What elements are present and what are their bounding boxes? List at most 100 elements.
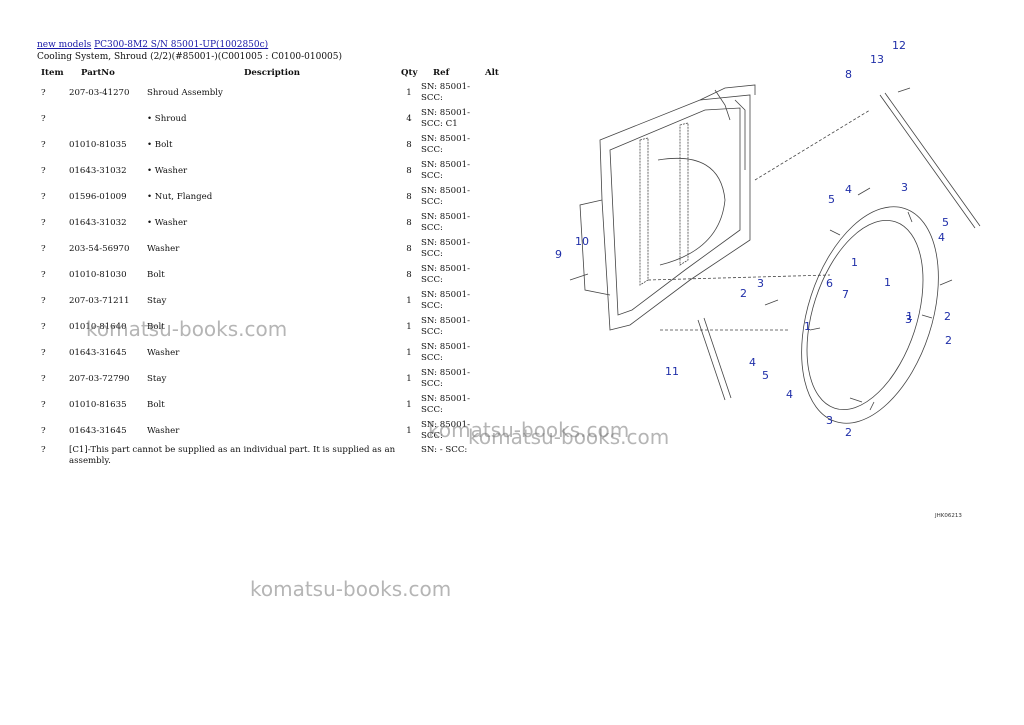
qty-cell: 8 [406, 192, 412, 202]
table-row: ? 207-03-72790 Stay 1 SN: 85001- SCC: [36, 366, 517, 392]
item-cell: ? [41, 218, 46, 228]
item-cell: ? [41, 114, 46, 124]
qty-cell: 1 [406, 88, 412, 98]
diagram-callout: 12 [892, 39, 906, 52]
col-qty-header: Qty [401, 68, 418, 78]
partno-cell: 01643-31645 [69, 348, 127, 358]
partno-cell: 01010-81640 [69, 322, 127, 332]
partno-cell: 203-54-56970 [69, 244, 130, 254]
description-cell: • Shroud [147, 114, 187, 124]
alt-cell [483, 288, 517, 314]
table-header-row: Item PartNo Description Qty Ref Alt [36, 66, 517, 80]
diagram-callout: 4 [845, 183, 852, 196]
item-cell: ? [41, 166, 46, 176]
partno-cell [67, 106, 145, 132]
description-cell: • Nut, Flanged [147, 192, 213, 202]
partno-cell: 207-03-72790 [69, 374, 130, 384]
diagram-callout: 2 [740, 287, 747, 300]
description-cell: Washer [147, 426, 180, 436]
diagram-callout: 5 [828, 193, 835, 206]
ref-cell: SN: 85001- SCC: C1 [421, 108, 470, 129]
diagram-callout: 3 [905, 313, 912, 326]
item-cell: ? [41, 322, 46, 332]
diagram-callout: 1 [804, 320, 811, 333]
qty-cell: 8 [406, 244, 412, 254]
ref-cell: SN: 85001- SCC: [421, 186, 470, 207]
col-partno-header: PartNo [81, 68, 115, 78]
description-cell: Stay [147, 296, 167, 306]
alt-cell [483, 340, 517, 366]
ref-cell: SN: 85001- SCC: [421, 134, 470, 155]
diagram-callout: 13 [870, 53, 884, 66]
ref-cell: SN: 85001- SCC: [421, 394, 470, 415]
qty-cell: 8 [406, 166, 412, 176]
partno-cell: 01643-31032 [69, 166, 127, 176]
col-alt-header: Alt [485, 68, 499, 78]
description-cell: Stay [147, 374, 167, 384]
watermark-1: komatsu-books.com [86, 317, 288, 341]
watermark-2: komatsu-books.com [428, 418, 630, 442]
note-text: [C1]-This part cannot be supplied as an … [69, 445, 396, 466]
col-description-header: Description [243, 68, 300, 78]
diagram-callout: 5 [762, 369, 769, 382]
diagram-callout: 11 [665, 365, 679, 378]
item-cell: ? [41, 445, 46, 455]
col-ref-header: Ref [433, 68, 450, 78]
diagram-callout: 4 [749, 356, 756, 369]
ref-cell: SN: 85001- SCC: [421, 264, 470, 285]
description-cell: Bolt [147, 322, 165, 332]
breadcrumb: new models PC300-8M2 S/N 85001-UP(100285… [37, 40, 268, 50]
partno-cell: 207-03-41270 [69, 88, 130, 98]
alt-cell [483, 106, 517, 132]
description-cell: Washer [147, 348, 180, 358]
diagram-callout: 7 [842, 288, 849, 301]
partno-cell: 207-03-71211 [69, 296, 130, 306]
diagram-callout: 2 [845, 426, 852, 439]
diagram-callout: 3 [826, 414, 833, 427]
item-cell: ? [41, 88, 46, 98]
diagram-callout: 6 [826, 277, 833, 290]
diagram-callout: 10 [575, 235, 589, 248]
ref-cell: SN: 85001- SCC: [421, 160, 470, 181]
diagram-drawing [569, 84, 981, 424]
qty-cell: 1 [406, 374, 412, 384]
ref-cell: SN: 85001- SCC: [421, 316, 470, 337]
ref-cell: SN: 85001- SCC: [421, 368, 470, 389]
table-row: ? • Shroud 4 SN: 85001- SCC: C1 [36, 106, 517, 132]
ref-cell: SN: 85001- SCC: [421, 82, 470, 103]
diagram-callout: 1 [884, 276, 891, 289]
partno-cell: 01596-01009 [69, 192, 127, 202]
qty-cell: 8 [406, 270, 412, 280]
alt-cell [483, 132, 517, 158]
alt-cell [483, 366, 517, 392]
breadcrumb-link-model[interactable]: PC300-8M2 S/N 85001-UP(1002850c) [94, 40, 269, 50]
page-subtitle: Cooling System, Shroud (2/2)(#85001-)(C0… [37, 52, 343, 62]
qty-cell: 8 [406, 218, 412, 228]
item-cell: ? [41, 192, 46, 202]
ref-cell: SN: 85001- SCC: [421, 290, 470, 311]
partno-cell: 01643-31645 [69, 426, 127, 436]
col-item-header: Item [41, 68, 64, 78]
partno-cell: 01010-81030 [69, 270, 127, 280]
parts-table: Item PartNo Description Qty Ref Alt ? 207… [36, 66, 517, 475]
diagram-callout: 4 [786, 388, 793, 401]
item-cell: ? [41, 296, 46, 306]
breadcrumb-link-new-models[interactable]: new models [37, 40, 92, 50]
description-cell: Bolt [147, 270, 165, 280]
item-cell: ? [41, 140, 46, 150]
alt-cell [483, 158, 517, 184]
table-row: ? 01596-01009 • Nut, Flanged 8 SN: 85001- SC… [36, 184, 517, 210]
partno-cell: 01010-81635 [69, 400, 127, 410]
item-cell: ? [41, 374, 46, 384]
qty-cell: 4 [406, 114, 412, 124]
partno-cell: 01010-81035 [69, 140, 127, 150]
